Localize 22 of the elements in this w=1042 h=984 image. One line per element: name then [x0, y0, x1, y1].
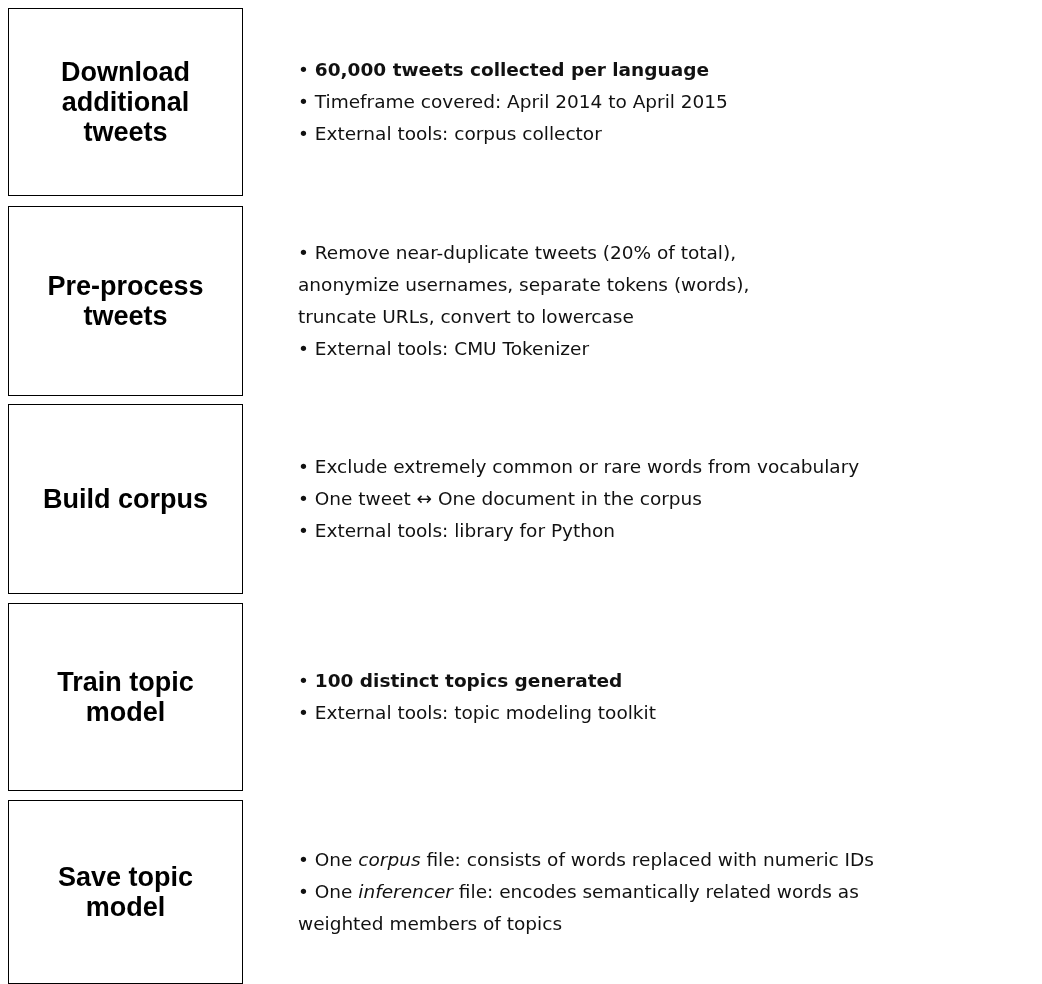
bullet-text: • One tweet ↔ One document in the corpus — [298, 487, 703, 511]
step-box — [8, 8, 243, 196]
bullet-text: • Exclude extremely common or rare words from vocabulary — [298, 455, 861, 479]
bullet-text: • One inferencer file: encodes semantically related words as weighted members of topics — [298, 880, 860, 936]
bullet-text: • One corpus file: consists of words replaced with numeric IDs — [298, 848, 875, 872]
bullet-text: • External tools: CMU Tokenizer — [298, 337, 590, 361]
step-title: Save topic model — [56, 861, 195, 923]
step-title: Train topic model — [56, 666, 195, 728]
bullet-text: • Remove near-duplicate tweets (20% of total), anonymize usernames, separate tokens (words), truncate URLs, convert to lowercase — [298, 241, 751, 329]
bullet-text: • External tools: corpus collector — [298, 122, 603, 146]
bullet-text: • Timeframe covered: April 2014 to April 2015 — [298, 90, 729, 114]
bullet-text: • External tools: library for Python — [298, 519, 617, 543]
step-title: Download additional tweets — [60, 56, 191, 148]
step-box — [8, 404, 243, 594]
step-box — [8, 206, 243, 396]
step-box — [8, 800, 243, 984]
step-box — [8, 603, 243, 791]
bullet-text: • 100 distinct topics generated — [298, 669, 624, 693]
bullet-text: • External tools: topic modeling toolkit — [298, 701, 657, 725]
step-title: Build corpus — [42, 483, 209, 515]
bullet-text: • 60,000 tweets collected per language — [298, 58, 710, 82]
step-title: Pre-process tweets — [46, 270, 205, 332]
